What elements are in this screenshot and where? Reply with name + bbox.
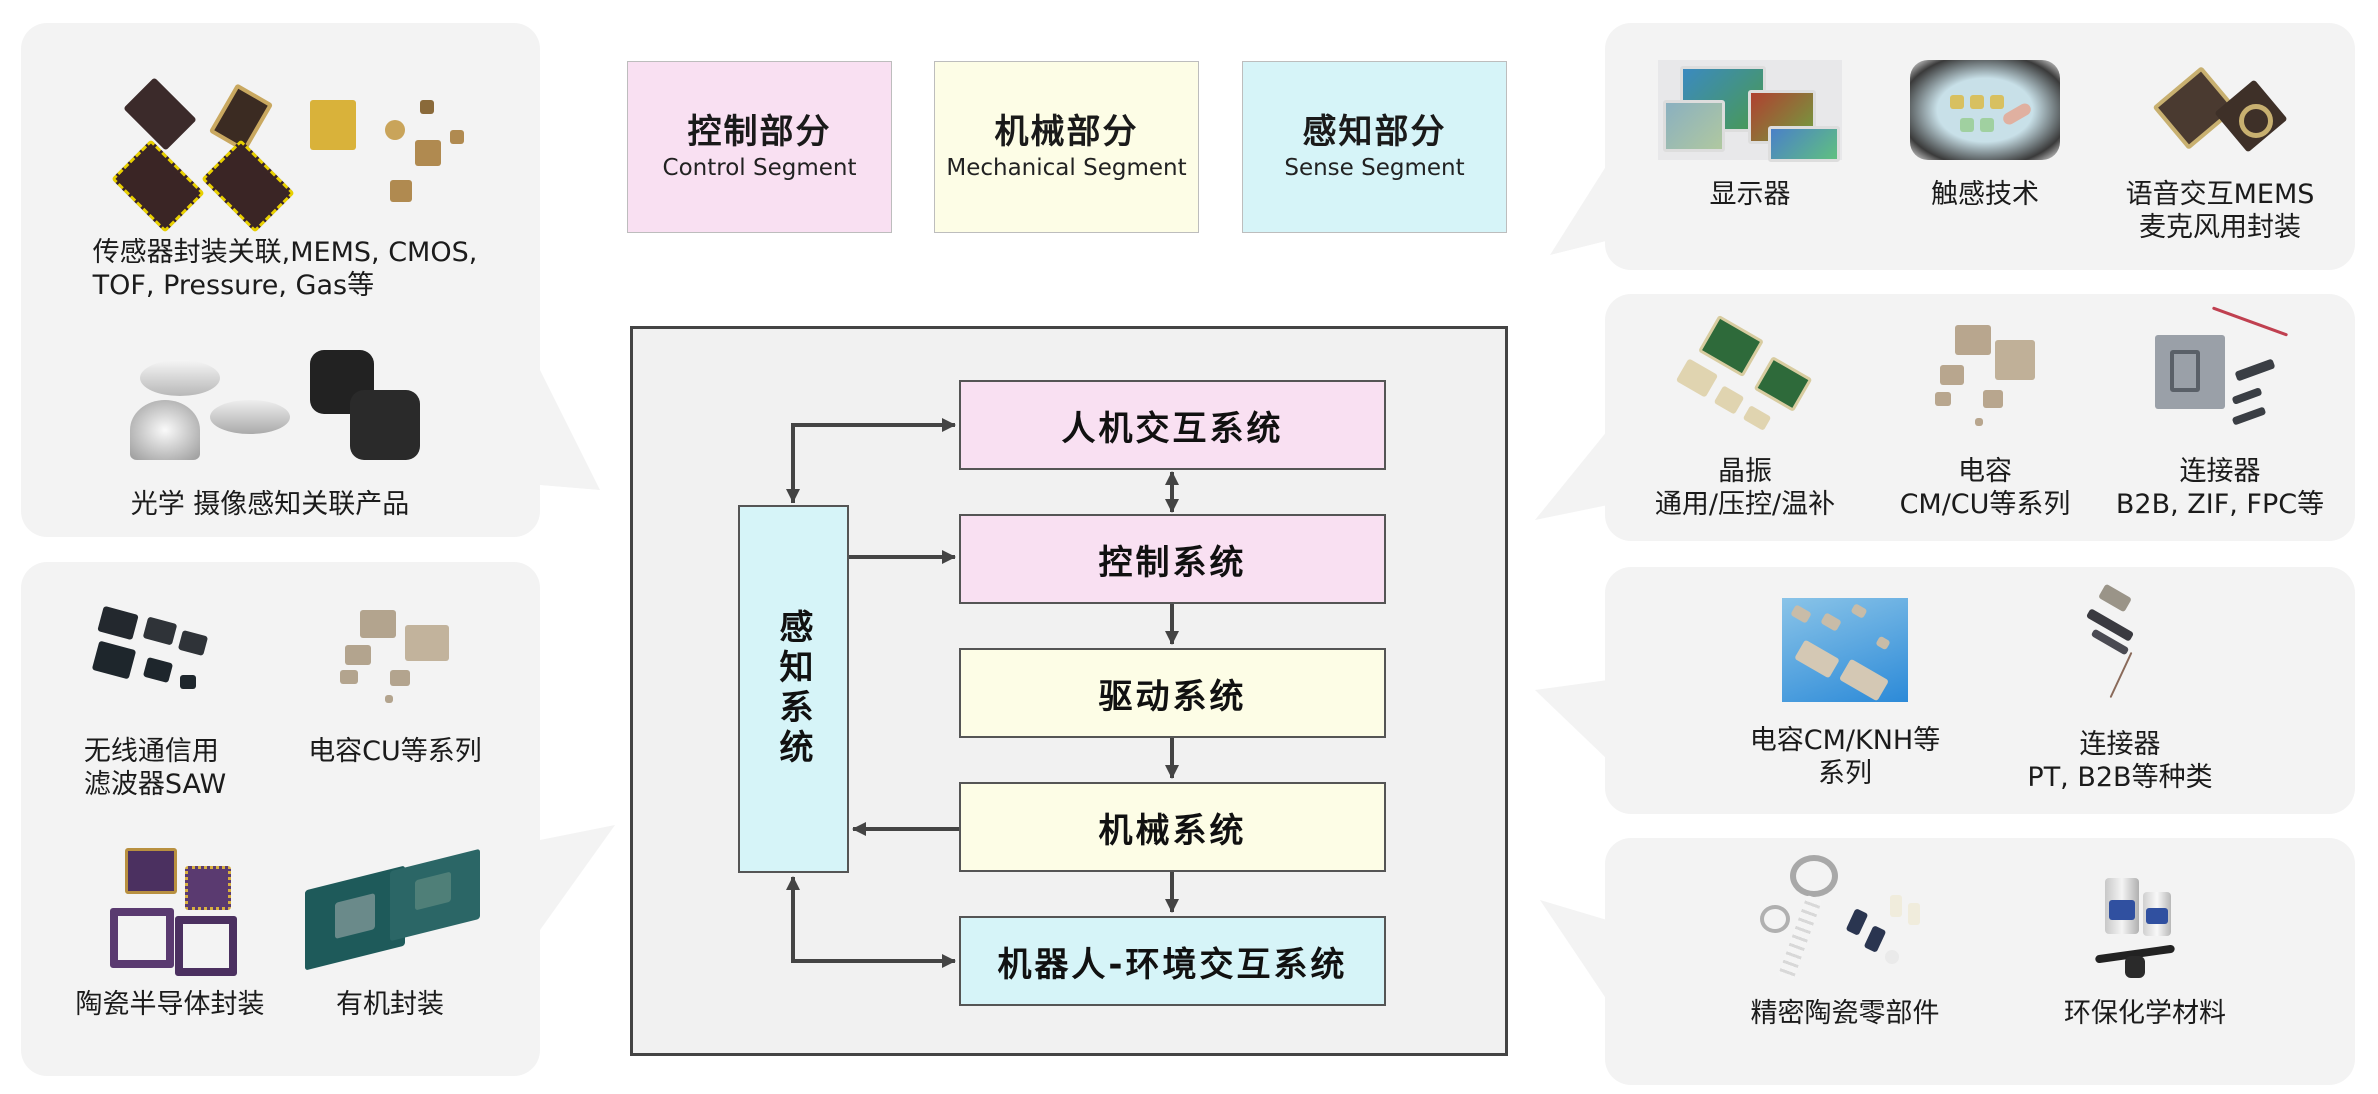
connector-icon <box>2070 583 2170 702</box>
product-chemical-materials[interactable]: 环保化学材料 <box>2035 870 2255 1030</box>
node-drive-system[interactable]: 驱动系统 <box>959 648 1386 738</box>
node-mechanical-system[interactable]: 机械系统 <box>959 782 1386 872</box>
capacitor-icon <box>330 605 460 715</box>
product-caption: 触感技术 <box>1931 179 2039 210</box>
product-connector-b2b[interactable]: 连接器 B2B, ZIF, FPC等 <box>2100 306 2340 521</box>
product-caption: 显示器 <box>1709 179 1791 210</box>
legend-title: 机械部分 <box>994 112 1139 152</box>
product-optical-camera[interactable]: 光学 摄像感知关联产品 <box>60 350 480 521</box>
legend-mechanical-segment: 机械部分 Mechanical Segment <box>934 61 1199 233</box>
product-caption: 陶瓷半导体封装 <box>75 989 265 1020</box>
product-connector-pt-b2b[interactable]: 连接器 PT, B2B等种类 <box>2000 583 2240 794</box>
sensor-package-icon <box>90 77 480 233</box>
left-panel-1-pointer <box>540 370 600 490</box>
product-fine-ceramic-parts[interactable]: 精密陶瓷零部件 <box>1735 855 1955 1030</box>
optical-camera-icon <box>90 350 450 470</box>
right-panel-2-pointer <box>1535 430 1608 520</box>
product-touch-technology[interactable]: 触感技术 <box>1875 60 2095 211</box>
node-robot-environment-system[interactable]: 机器人-环境交互系统 <box>959 916 1386 1006</box>
saw-filter-icon <box>90 605 220 705</box>
product-capacitor-cu[interactable]: 电容CU等系列 <box>285 605 505 768</box>
product-caption: 电容CM/KNH等 系列 <box>1749 725 1941 789</box>
node-control-system[interactable]: 控制系统 <box>959 514 1386 604</box>
product-caption: 晶振 通用/压控/温补 <box>1654 456 1836 520</box>
product-caption: 电容CU等系列 <box>308 736 482 767</box>
connector-icon <box>2140 306 2300 435</box>
product-caption: 语音交互MEMS 麦克风用封装 <box>2125 179 2315 243</box>
product-caption: 连接器 B2B, ZIF, FPC等 <box>2115 456 2325 520</box>
right-panel-material-products <box>1605 838 2355 1085</box>
left-panel-sense-products <box>21 23 540 537</box>
product-organic-package[interactable]: 有机封装 <box>290 848 490 1021</box>
product-caption: 无线通信用 滤波器SAW <box>83 736 227 800</box>
node-hmi-system[interactable]: 人机交互系统 <box>959 380 1386 470</box>
crystal-oscillator-icon <box>1675 314 1815 435</box>
legend-sense-segment: 感知部分 Sense Segment <box>1242 61 1507 233</box>
ceramic-package-icon <box>105 848 237 976</box>
node-sensing-system[interactable]: 感知系统 <box>738 505 849 873</box>
right-panel-drive-products <box>1605 567 2355 814</box>
legend-title: 感知部分 <box>1302 112 1447 152</box>
product-caption: 电容 CM/CU等系列 <box>1899 456 2071 520</box>
legend-subtitle: Sense Segment <box>1284 155 1465 181</box>
legend-title: 控制部分 <box>687 112 832 152</box>
product-capacitor-cm-cu[interactable]: 电容 CM/CU等系列 <box>1875 320 2095 521</box>
mems-mic-icon <box>2145 60 2295 160</box>
product-capacitor-cm-knh[interactable]: 电容CM/KNH等 系列 <box>1735 598 1955 790</box>
left-panel-2-pointer <box>540 825 615 930</box>
product-display[interactable]: 显示器 <box>1640 60 1860 211</box>
product-caption: 传感器封装关联,MEMS, CMOS, TOF, Pressure, Gas等 <box>92 237 478 301</box>
capacitor-icon <box>1782 598 1908 702</box>
organic-package-icon <box>295 848 485 971</box>
product-ceramic-package[interactable]: 陶瓷半导体封装 <box>60 848 280 1021</box>
touch-icon <box>1910 60 2060 160</box>
capacitor-icon <box>1925 320 2045 435</box>
product-caption: 精密陶瓷零部件 <box>1750 998 1940 1029</box>
product-saw-filter[interactable]: 无线通信用 滤波器SAW <box>60 605 250 801</box>
product-mems-microphone[interactable]: 语音交互MEMS 麦克风用封装 <box>2100 60 2340 244</box>
product-sensor-package[interactable]: 传感器封装关联,MEMS, CMOS, TOF, Pressure, Gas等 <box>55 77 515 302</box>
right-panel-3-pointer <box>1535 680 1608 760</box>
display-icon <box>1658 60 1842 162</box>
right-panel-4-pointer <box>1540 900 1607 1000</box>
right-panel-1-pointer <box>1550 160 1610 255</box>
chemical-materials-icon <box>2085 870 2205 985</box>
product-caption: 连接器 PT, B2B等种类 <box>2027 729 2213 793</box>
fine-ceramic-parts-icon <box>1750 855 1940 985</box>
product-caption: 环保化学材料 <box>2064 998 2226 1029</box>
product-caption: 有机封装 <box>336 989 444 1020</box>
legend-control-segment: 控制部分 Control Segment <box>627 61 892 233</box>
legend-subtitle: Mechanical Segment <box>946 155 1187 181</box>
product-crystal-oscillator[interactable]: 晶振 通用/压控/温补 <box>1635 314 1855 521</box>
legend-subtitle: Control Segment <box>662 155 857 181</box>
product-caption: 光学 摄像感知关联产品 <box>130 489 410 520</box>
